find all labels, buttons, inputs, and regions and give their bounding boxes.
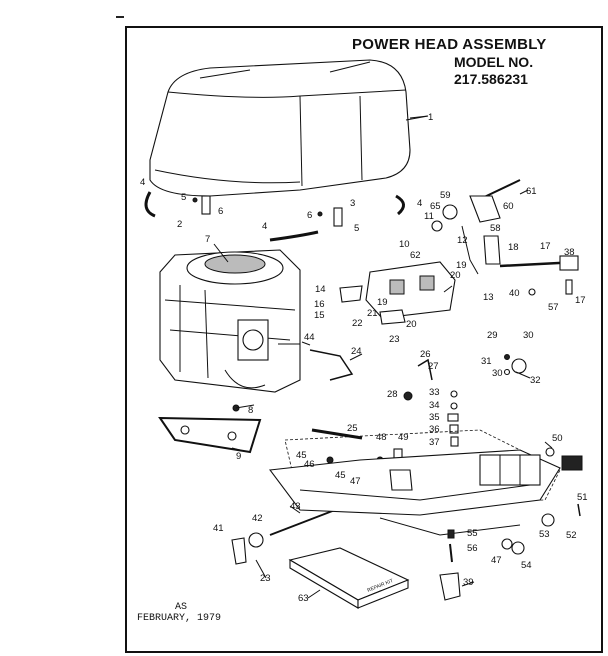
callout-5: 5 <box>354 223 359 234</box>
callout-3: 3 <box>350 198 355 209</box>
callout-17: 17 <box>540 241 551 252</box>
callout-47: 47 <box>350 476 361 487</box>
callout-20: 20 <box>450 270 461 281</box>
callout-58: 58 <box>490 223 501 234</box>
callout-56: 56 <box>467 543 478 554</box>
callout-30: 30 <box>523 330 534 341</box>
callout-40: 40 <box>509 288 520 299</box>
callout-42: 42 <box>252 513 263 524</box>
callout-28: 28 <box>387 389 398 400</box>
leader-lines <box>213 115 553 599</box>
fuel-fitting <box>541 447 583 527</box>
callout-12: 12 <box>457 235 468 246</box>
footer-code: AS <box>175 602 188 613</box>
callout-53: 53 <box>539 529 550 540</box>
engine-block <box>159 249 301 393</box>
callout-39: 39 <box>463 577 474 588</box>
callout-23: 23 <box>260 573 271 584</box>
callout-59: 59 <box>440 190 451 201</box>
callout-38: 38 <box>564 247 575 258</box>
callout-30: 30 <box>492 368 503 379</box>
callout-5: 5 <box>181 192 186 203</box>
callout-45: 45 <box>296 450 307 461</box>
callout-16: 16 <box>314 299 325 310</box>
callout-51: 51 <box>577 492 588 503</box>
callout-9: 9 <box>236 451 241 462</box>
callout-19: 19 <box>456 260 467 271</box>
callout-24: 24 <box>351 346 362 357</box>
callout-41: 41 <box>213 523 224 534</box>
callout-37: 37 <box>429 437 440 448</box>
intake-assembly <box>339 261 456 325</box>
callout-27: 27 <box>428 361 439 372</box>
callout-55: 55 <box>467 528 478 539</box>
control-rod <box>499 255 579 296</box>
motor-mount-base <box>268 429 561 536</box>
drawing-border <box>125 26 603 653</box>
callout-18: 18 <box>508 242 519 253</box>
callout-35: 35 <box>429 412 440 423</box>
callout-labels: 1 2 3 4 4 4 5 5 6 6 7 8 9 10 11 12 13 14… <box>140 112 588 604</box>
callout-4: 4 <box>140 177 145 188</box>
linkage-rods <box>269 343 433 536</box>
callout-10: 10 <box>399 239 410 250</box>
callout-57: 57 <box>548 302 559 313</box>
callout-47: 47 <box>491 555 502 566</box>
callout-49: 49 <box>398 432 409 443</box>
footer-date: FEBRUARY, 1979 <box>137 613 222 624</box>
callout-25: 25 <box>347 423 358 434</box>
callout-48: 48 <box>376 432 387 443</box>
callout-4: 4 <box>417 198 422 209</box>
callout-6: 6 <box>218 206 223 217</box>
page-title: POWER HEAD ASSEMBLY <box>352 36 547 53</box>
callout-54: 54 <box>521 560 532 571</box>
callout-44: 44 <box>304 332 315 343</box>
callout-31: 31 <box>481 356 492 367</box>
callout-65: 65 <box>430 201 441 212</box>
callout-11: 11 <box>424 211 434 222</box>
callout-52: 52 <box>566 530 577 541</box>
callout-19: 19 <box>377 297 388 308</box>
lower-fasteners <box>231 529 525 601</box>
throttle-linkage <box>431 179 521 275</box>
callout-15: 15 <box>314 310 325 321</box>
callout-22: 22 <box>352 318 363 329</box>
callout-29: 29 <box>487 330 498 341</box>
engine-cowl <box>149 59 429 197</box>
repair-kit-box: REPAIR KIT <box>288 547 410 609</box>
scan-mark <box>116 16 124 18</box>
callout-2: 2 <box>177 219 182 230</box>
gasket <box>158 416 262 454</box>
model-number: 217.586231 <box>454 71 528 87</box>
callout-60: 60 <box>503 201 514 212</box>
callout-62: 62 <box>410 250 421 261</box>
callout-7: 7 <box>205 234 210 245</box>
callout-8: 8 <box>248 405 253 416</box>
hose-clips <box>144 191 405 242</box>
callout-17: 17 <box>575 295 586 306</box>
callout-6: 6 <box>307 210 312 221</box>
callout-13: 13 <box>483 292 494 303</box>
callout-32: 32 <box>530 375 541 386</box>
callout-14: 14 <box>315 284 326 295</box>
callout-36: 36 <box>429 424 440 435</box>
callout-26: 26 <box>420 349 431 360</box>
callout-21: 21 <box>367 308 378 319</box>
callout-4: 4 <box>262 221 267 232</box>
callout-61: 61 <box>526 186 537 197</box>
callout-33: 33 <box>429 387 440 398</box>
callout-1: 1 <box>428 112 433 123</box>
callout-23: 23 <box>389 334 400 345</box>
callout-63: 63 <box>298 593 309 604</box>
callout-43: 43 <box>290 501 301 512</box>
model-label: MODEL NO. <box>454 54 534 70</box>
callout-34: 34 <box>429 400 440 411</box>
callout-20: 20 <box>406 319 417 330</box>
callout-46: 46 <box>304 459 315 470</box>
callout-45: 45 <box>335 470 346 481</box>
callout-50: 50 <box>552 433 563 444</box>
